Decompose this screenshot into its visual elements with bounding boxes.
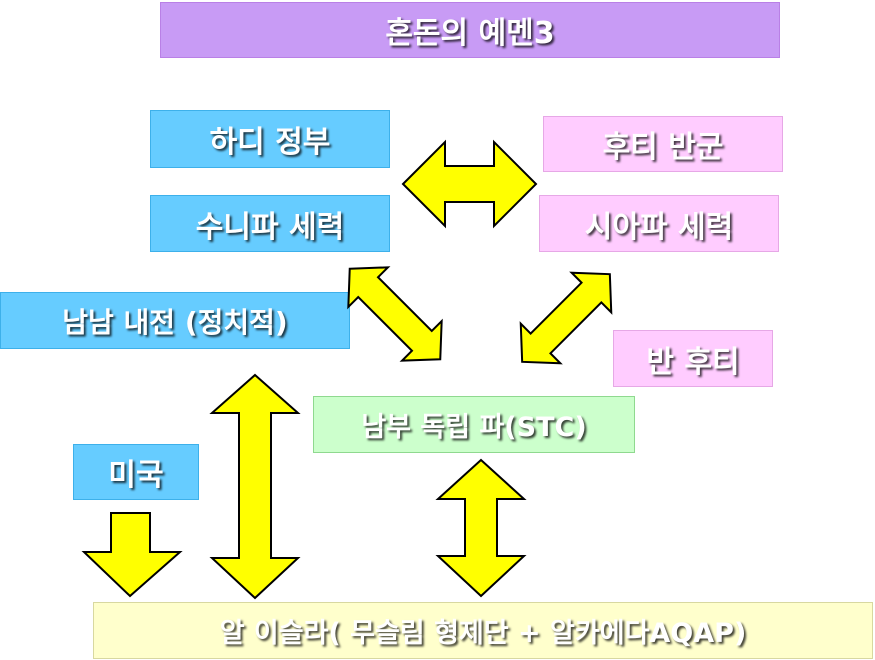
double-arrow-horizontal bbox=[401, 139, 538, 229]
node-stc: 남부 독립 파(STC) bbox=[313, 396, 635, 453]
double-arrow-diag-left bbox=[347, 266, 443, 362]
node-shia-forces: 시아파 세력 bbox=[539, 195, 779, 252]
node-usa: 미국 bbox=[73, 444, 199, 500]
node-south-north-war: 남남 내전 (정치적) bbox=[0, 292, 350, 349]
double-arrow-vertical-right bbox=[435, 458, 527, 598]
node-sunni-forces: 수니파 세력 bbox=[150, 195, 390, 252]
node-al-islah: 알 이슬라( 무슬림 형제단 + 알카에다AQAP) bbox=[93, 602, 873, 659]
down-arrow-usa bbox=[81, 512, 183, 598]
double-arrow-diag-right bbox=[519, 271, 613, 365]
diagram-title: 혼돈의 예멘3 bbox=[160, 2, 780, 58]
node-hadi-government: 하디 정부 bbox=[150, 110, 390, 168]
node-anti-houthi: 반 후티 bbox=[613, 330, 773, 387]
node-houthi-rebels: 후티 반군 bbox=[543, 116, 783, 172]
double-arrow-vertical-left bbox=[209, 373, 301, 600]
